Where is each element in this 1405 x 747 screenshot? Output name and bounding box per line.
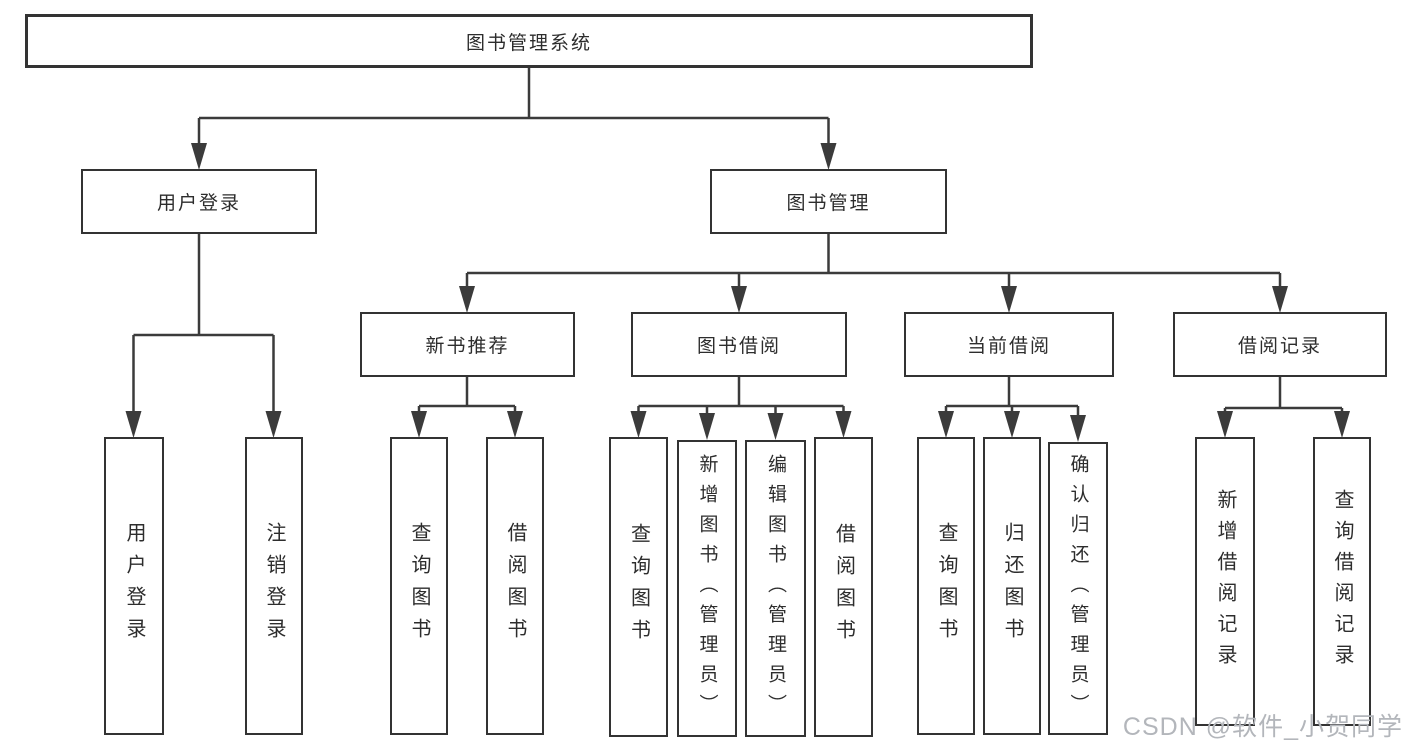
node-new-book-recommend: 新书推荐 — [360, 312, 575, 377]
leaf-query-borrow-record-label: 查询借阅记录 — [1331, 488, 1353, 675]
leaf-query-books-borrow: 查询图书 — [609, 437, 668, 737]
node-user-login-label: 用户登录 — [156, 193, 241, 214]
arrowheads — [125, 143, 1350, 442]
leaf-user-login-label: 用户登录 — [123, 522, 145, 650]
leaf-borrow-books-label: 借阅图书 — [832, 523, 855, 651]
leaf-return-books-label: 归还图书 — [1001, 522, 1023, 650]
leaf-query-books-current-label: 查询图书 — [935, 522, 957, 650]
leaf-add-books-admin: 新增图书（管理员） — [677, 440, 737, 737]
leaf-user-login: 用户登录 — [104, 437, 164, 735]
leaf-logout-label: 注销登录 — [263, 522, 285, 650]
node-book-management: 图书管理 — [710, 169, 947, 234]
node-root-label: 图书管理系统 — [465, 32, 592, 54]
leaf-add-borrow-record-label: 新增借阅记录 — [1214, 488, 1236, 675]
leaf-add-books-admin-label: 新增图书（管理员） — [696, 453, 718, 724]
node-borrow-records-label: 借阅记录 — [1237, 336, 1322, 357]
node-book-borrow: 图书借阅 — [631, 312, 847, 377]
node-book-borrow-label: 图书借阅 — [696, 336, 781, 357]
csdn-watermark: CSDN @软件_小贺同学 — [1122, 713, 1403, 741]
leaf-query-borrow-record: 查询借阅记录 — [1313, 437, 1371, 726]
node-borrow-records: 借阅记录 — [1173, 312, 1387, 377]
node-new-book-recommend-label: 新书推荐 — [425, 336, 510, 357]
node-current-borrow-label: 当前借阅 — [966, 336, 1051, 357]
leaf-borrow-books: 借阅图书 — [814, 437, 873, 737]
node-current-borrow: 当前借阅 — [904, 312, 1114, 377]
leaf-borrow-books-recommend: 借阅图书 — [486, 437, 544, 735]
leaf-confirm-return-admin-label: 确认归还（管理员） — [1067, 453, 1089, 724]
leaf-query-books-recommend: 查询图书 — [390, 437, 448, 735]
leaf-return-books: 归还图书 — [983, 437, 1041, 735]
leaf-borrow-books-recommend-label: 借阅图书 — [504, 522, 526, 650]
leaf-confirm-return-admin: 确认归还（管理员） — [1048, 442, 1108, 735]
node-root-system: 图书管理系统 — [25, 14, 1033, 68]
leaf-edit-books-admin-label: 编辑图书（管理员） — [765, 453, 786, 724]
leaf-query-books-current: 查询图书 — [917, 437, 975, 735]
node-user-login: 用户登录 — [81, 169, 317, 234]
leaf-query-books-borrow-label: 查询图书 — [627, 523, 650, 651]
leaf-logout: 注销登录 — [245, 437, 303, 735]
node-book-management-label: 图书管理 — [786, 193, 871, 214]
leaf-add-borrow-record: 新增借阅记录 — [1195, 437, 1255, 726]
leaf-query-books-recommend-label: 查询图书 — [408, 522, 430, 650]
leaf-edit-books-admin: 编辑图书（管理员） — [745, 440, 806, 737]
